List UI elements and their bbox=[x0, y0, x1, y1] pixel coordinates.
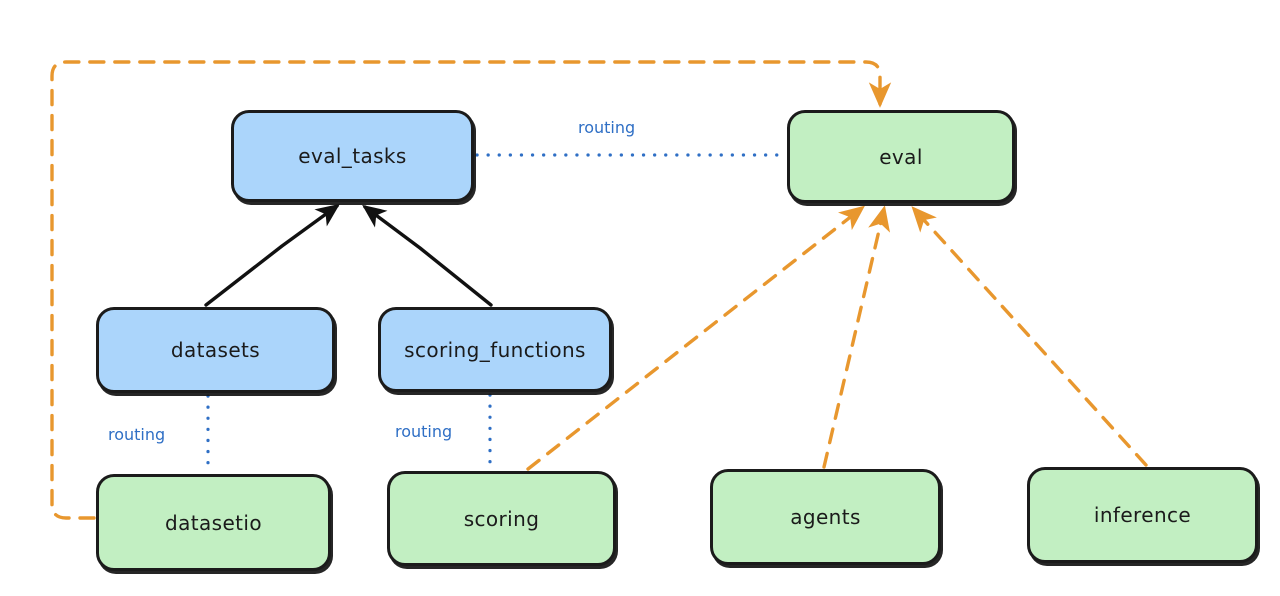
node-datasetio[interactable]: datasetio bbox=[96, 474, 331, 571]
node-inference[interactable]: inference bbox=[1027, 467, 1258, 563]
node-label-scoring: scoring bbox=[463, 506, 540, 531]
edge-label-routing-eval-tasks: routing bbox=[578, 118, 636, 137]
edge-scoring-functions-to-eval-tasks bbox=[362, 204, 493, 307]
edge-label-routing-datasets: routing bbox=[108, 425, 166, 444]
node-label-datasets: datasets bbox=[170, 338, 261, 362]
node-eval-tasks[interactable]: eval_tasks bbox=[231, 110, 474, 202]
node-agents[interactable]: agents bbox=[710, 469, 941, 565]
node-label-scoring-functions: scoring_functions bbox=[404, 337, 586, 362]
node-label-datasetio: datasetio bbox=[164, 510, 262, 535]
node-label-eval-tasks: eval_tasks bbox=[298, 144, 407, 168]
edge-datasetio-to-eval bbox=[50, 60, 892, 520]
edge-scoring-to-eval bbox=[526, 205, 866, 471]
edge-label-routing-scoring-functions: routing bbox=[395, 422, 453, 441]
edge-datasets-to-eval-tasks bbox=[204, 203, 340, 307]
node-label-eval: eval bbox=[879, 144, 923, 169]
node-label-inference: inference bbox=[1093, 503, 1192, 527]
edge-inference-to-eval bbox=[911, 206, 1148, 467]
edge-agents-to-eval bbox=[822, 205, 891, 469]
node-scoring[interactable]: scoring bbox=[387, 471, 616, 566]
node-scoring-functions[interactable]: scoring_functions bbox=[378, 307, 612, 392]
node-datasets[interactable]: datasets bbox=[96, 307, 335, 393]
node-label-agents: agents bbox=[790, 505, 861, 529]
node-eval[interactable]: eval bbox=[787, 110, 1015, 203]
